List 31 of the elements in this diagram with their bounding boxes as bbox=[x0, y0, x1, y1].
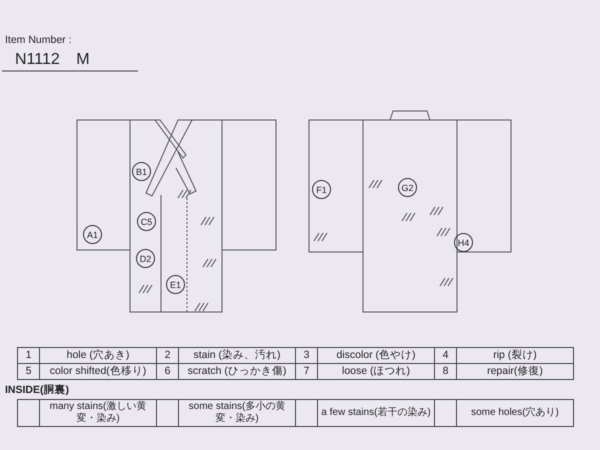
defect-cell: scratch (ひっかき傷) bbox=[178, 364, 296, 380]
callout-circle: A1 bbox=[83, 225, 102, 244]
number-cell: 3 bbox=[296, 348, 318, 364]
callout-circle: G2 bbox=[398, 178, 417, 197]
callout-circle: C5 bbox=[137, 212, 156, 231]
defect-cell: repair(修復) bbox=[456, 364, 574, 380]
defect-cell: loose (ほつれ) bbox=[318, 364, 434, 380]
inside-condition-cell: a few stains(若干の染み) bbox=[318, 400, 434, 426]
callout-circle: B1 bbox=[132, 162, 151, 181]
defect-cell: hole (穴あき) bbox=[40, 348, 156, 364]
defect-cell: color shifted(色移り) bbox=[40, 364, 156, 380]
number-cell: 8 bbox=[434, 364, 456, 380]
field-label: Item Number : bbox=[5, 34, 72, 46]
callout-circle: F1 bbox=[312, 180, 331, 199]
number-cell: 6 bbox=[156, 364, 178, 380]
callout-circle: D2 bbox=[136, 249, 155, 268]
inside-condition-cell: many stains(激しい黄変・染み) bbox=[40, 400, 156, 426]
inside-condition-cell: some stains(多小の黄変・染み) bbox=[178, 400, 296, 426]
defect-cell: rip (裂け) bbox=[456, 348, 574, 364]
number-cell: 5 bbox=[18, 364, 40, 380]
number-cell: 2 bbox=[156, 348, 178, 364]
section-heading: INSIDE(胴裏) bbox=[5, 383, 69, 397]
number-cell: 1 bbox=[18, 348, 40, 364]
number-cell: 7 bbox=[296, 364, 318, 380]
inside-condition-cell: some holes(穴あり) bbox=[456, 400, 574, 426]
defect-cell: discolor (色やけ) bbox=[318, 348, 434, 364]
number-cell: 4 bbox=[434, 348, 456, 364]
callout-circle: E1 bbox=[166, 275, 185, 294]
item-number: N1112 M bbox=[15, 51, 90, 69]
callout-circle: H4 bbox=[454, 233, 473, 252]
defect-cell: stain (染み、汚れ) bbox=[178, 348, 296, 364]
